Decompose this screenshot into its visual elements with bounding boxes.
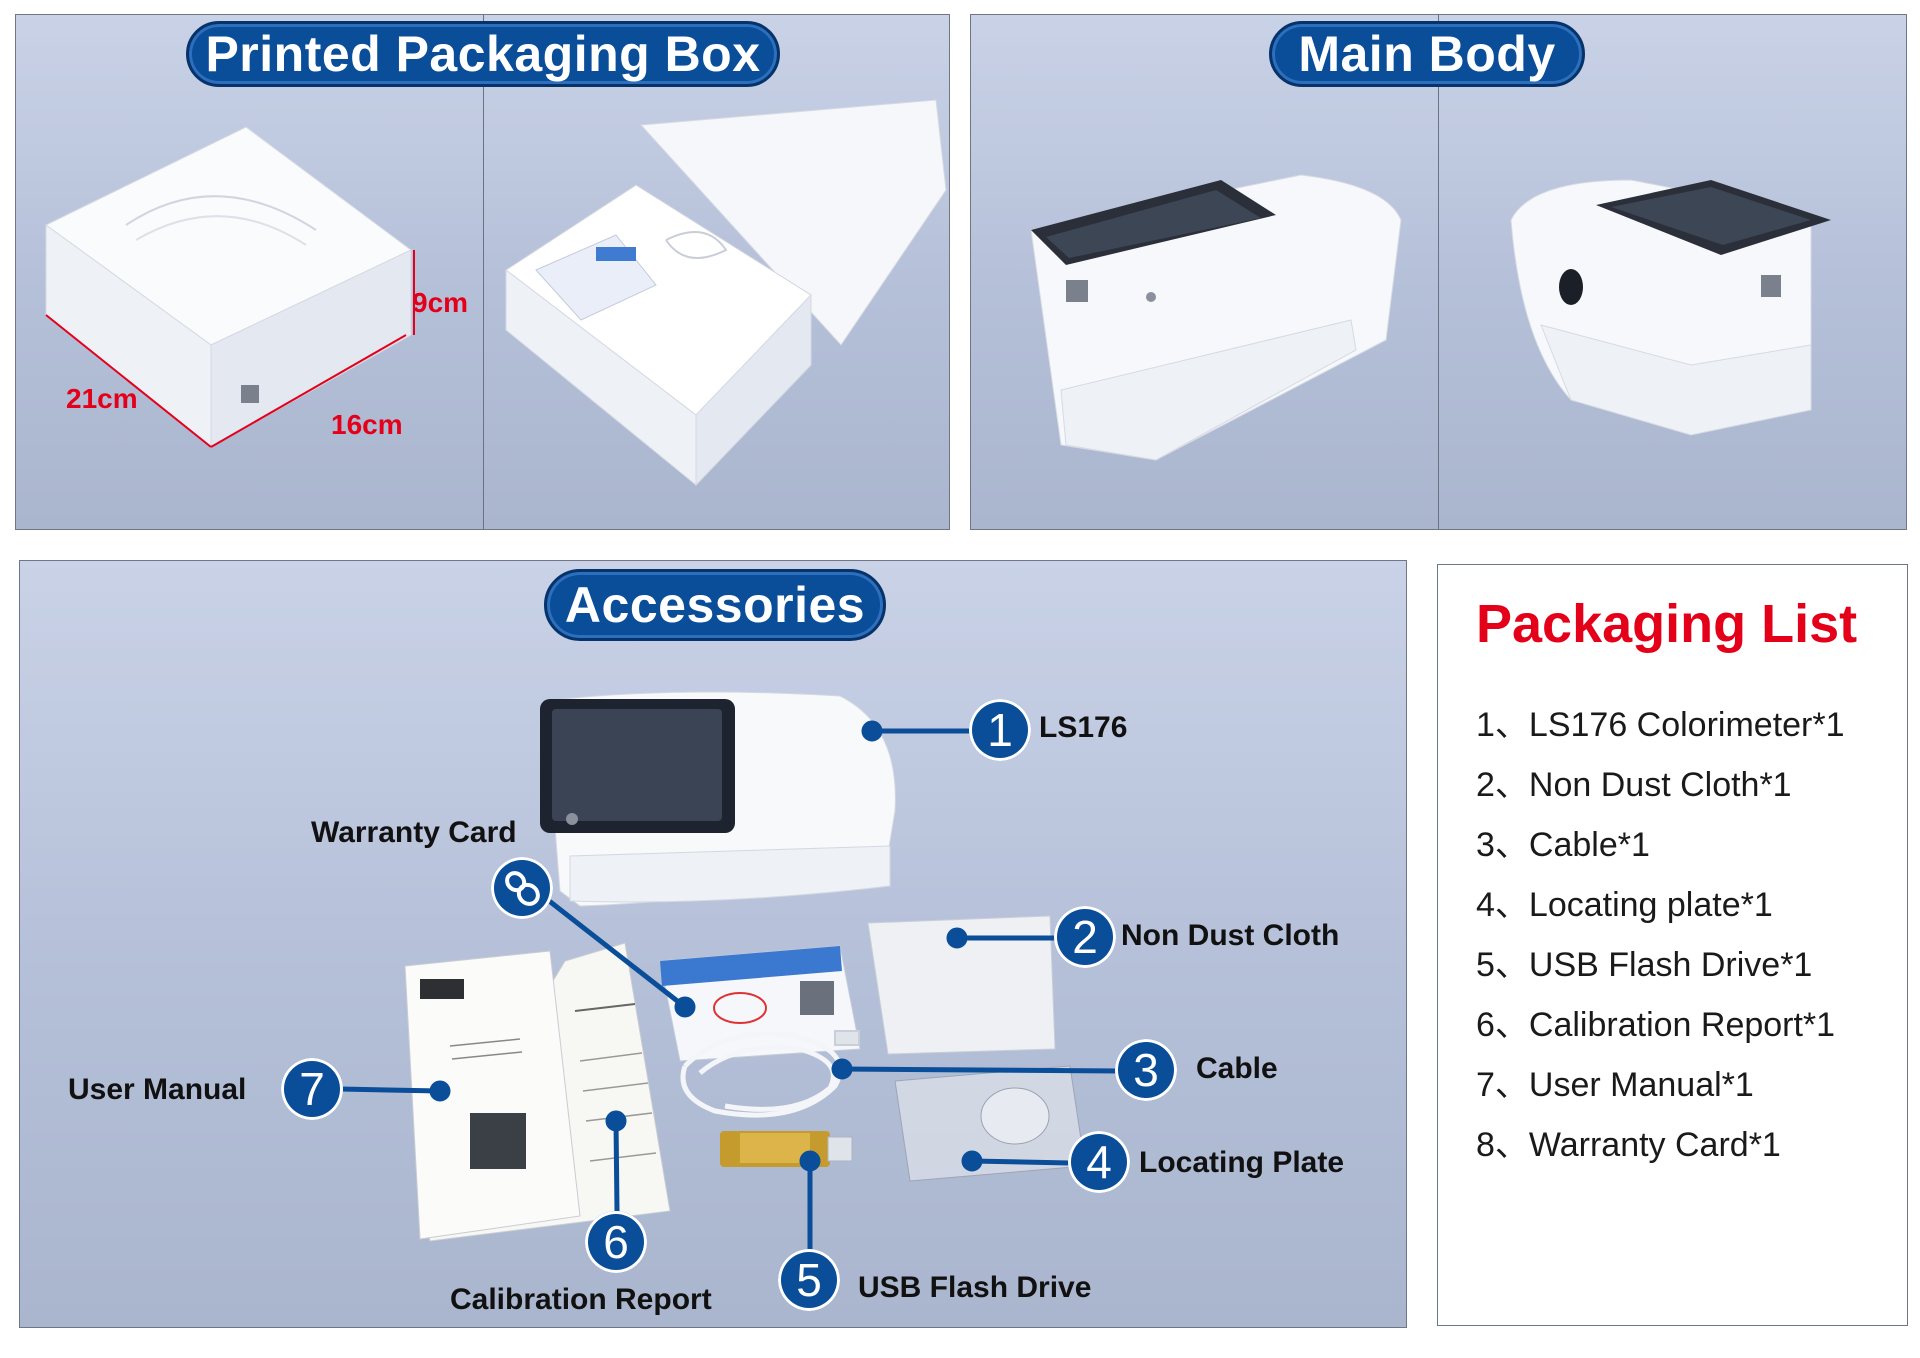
photo-divider [483, 15, 484, 529]
non-dust-cloth [867, 915, 1056, 1055]
packaging-box-illustration [45, 99, 947, 487]
list-item: 1、LS176 Colorimeter*1 [1476, 706, 1845, 744]
open-box [505, 99, 947, 487]
list-item: 5、USB Flash Drive*1 [1476, 946, 1813, 984]
closed-box [45, 126, 415, 449]
usb-flash-drive [720, 1131, 853, 1167]
accessories-illustration [339, 691, 1121, 1251]
callout-badge-4: 4 [1068, 1131, 1130, 1193]
user-manual [404, 950, 581, 1240]
list-item: 2、Non Dust Cloth*1 [1476, 766, 1792, 804]
list-item: 4、Locating plate*1 [1476, 886, 1773, 924]
callout-badge-3: 3 [1115, 1039, 1177, 1101]
main-body-illustration [1030, 174, 1831, 461]
callout-badge-8-glyph [505, 871, 540, 906]
warranty-card [659, 945, 861, 1062]
list-item: 3、Cable*1 [1476, 826, 1650, 864]
colorimeter-front-view [1030, 174, 1402, 461]
colorimeter-side-view [1510, 179, 1831, 436]
callout-badge-6: 6 [585, 1211, 647, 1273]
callout-label-non-dust-cloth: Non Dust Cloth [1121, 919, 1340, 952]
callout-label-cable: Cable [1196, 1052, 1278, 1085]
box-length-label: 21cm [66, 383, 138, 414]
colorimeter-device [540, 691, 896, 907]
packaging-box-title: Printed Packaging Box [186, 21, 780, 87]
main-body-title: Main Body [1269, 21, 1585, 87]
callout-badge-1: 1 [969, 699, 1031, 761]
callout-label-locating-plate: Locating Plate [1139, 1146, 1345, 1179]
callout-label-user-manual: User Manual [68, 1073, 247, 1106]
box-height-label: 9cm [412, 287, 469, 318]
accessories-panel: Accessories 1 2 3 4 5 6 7 LS176 Non Dust… [19, 560, 1407, 1328]
locating-plate [894, 1065, 1086, 1182]
callout-badge-8 [491, 857, 553, 919]
packaging-list-panel: Packaging List 1、LS176 Colorimeter*1 2、N… [1437, 564, 1908, 1326]
callout-badge-2: 2 [1054, 906, 1116, 968]
callout-label-calibration-report: Calibration Report [450, 1283, 712, 1316]
packaging-list-title: Packaging List [1476, 594, 1858, 654]
list-item: 8、Warranty Card*1 [1476, 1126, 1781, 1164]
callout-badge-5: 5 [778, 1249, 840, 1311]
photo-divider [1438, 15, 1439, 529]
callout-label-warranty-card: Warranty Card [311, 816, 517, 849]
box-width-label: 16cm [331, 409, 403, 440]
accessories-title: Accessories [544, 569, 886, 641]
list-item: 6、Calibration Report*1 [1476, 1006, 1836, 1044]
usb-cable [680, 1030, 860, 1118]
callout-label-ls176: LS176 [1039, 711, 1128, 744]
callout-badge-7: 7 [281, 1058, 343, 1120]
main-body-panel: Main Body [970, 14, 1907, 530]
callout-label-usb-flash-drive: USB Flash Drive [858, 1271, 1092, 1304]
list-item: 7、User Manual*1 [1476, 1066, 1754, 1104]
packaging-list-items: 1、LS176 Colorimeter*1 2、Non Dust Cloth*1… [1476, 695, 1845, 1175]
packaging-box-panel: 21cm 16cm 9cm Printed Packaging Box [15, 14, 950, 530]
